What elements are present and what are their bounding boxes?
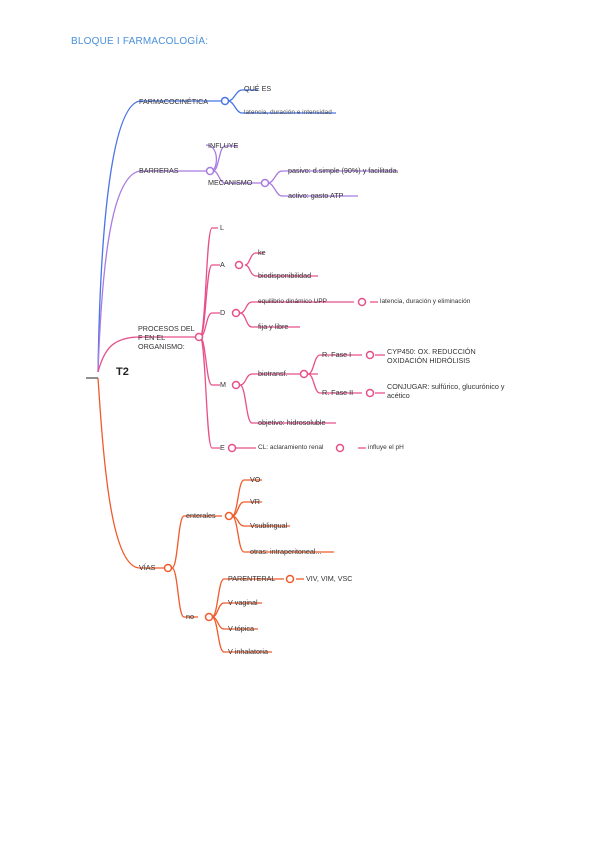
node-vtopica: V tópica (228, 624, 254, 633)
node-knob (365, 350, 375, 360)
node-farmacocinetica: FARMACOCINÉTICA (139, 97, 209, 106)
node-mecanismo: MECANISMO (208, 178, 253, 187)
node-otras: otras: intraperitoneal... (250, 547, 322, 556)
node-equilibrio-next: latencia, duración y eliminación (380, 298, 471, 305)
node-biodisponibilidad: biodisponibilidad (258, 271, 312, 280)
node-fase1: R. Fase I (322, 350, 352, 359)
node-a: A (220, 260, 225, 269)
node-no: no (186, 612, 194, 621)
branch-barreras (97, 170, 207, 373)
node-que-es-desc: latencia, duración e intensidad (244, 109, 332, 116)
node-vinhalatoria: V inhalatoria (228, 647, 268, 656)
branch-vias (97, 377, 165, 569)
node-activo: activo: gasto ATP (288, 191, 344, 200)
node-fija: fija y libre (258, 322, 289, 331)
page-title: BLOQUE I FARMACOLOGÍA: (71, 36, 209, 47)
node-vias: VÍAS (139, 563, 156, 572)
node-knob (365, 388, 375, 398)
node-ke: ke (258, 248, 266, 257)
node-knob (224, 511, 234, 521)
node-knob (231, 380, 241, 390)
node-parenteral-next: VIV, VIM, VSC (306, 574, 353, 583)
node-knob (299, 369, 309, 379)
node-fase1-next: CYP450: OX. REDUCCIÓN OXIDACIÓN HIDRÓLIS… (387, 347, 476, 365)
node-fase2-next: CONJUGAR: sulfúrico, glucurónico y acéti… (387, 382, 505, 400)
node-influye: INFLUYE (208, 141, 239, 150)
node-parenteral: PARENTERAL (228, 574, 276, 583)
node-knob (357, 297, 367, 307)
node-knob (260, 178, 270, 188)
branch-procesos (97, 336, 196, 373)
node-vr: VR (250, 497, 260, 506)
node-cl: CL: aclaramiento renal (258, 444, 324, 451)
node-knob (205, 166, 215, 176)
node-que-es: QUÉ ES (244, 84, 272, 93)
node-knob (204, 612, 214, 622)
node-knob (163, 563, 173, 573)
node-knob (194, 332, 204, 342)
node-pasivo: pasivo: d.simple (90%) y facilitada. (288, 166, 399, 175)
node-vsublingual: Vsublingual (250, 521, 288, 530)
node-cl-next: influye el pH (368, 444, 404, 451)
node-m: M (220, 380, 226, 389)
node-fase2: R. Fase II (322, 388, 354, 397)
node-vvaginal: V vaginal (228, 598, 258, 607)
node-vo: VO (250, 475, 261, 484)
node-l: L (220, 223, 224, 232)
node-barreras: BARRERAS (139, 166, 179, 175)
node-e: E (220, 443, 225, 452)
node-knob (234, 260, 244, 270)
node-knob (285, 574, 295, 584)
node-knob (227, 443, 237, 453)
node-biotransf: biotransf. (258, 369, 288, 378)
node-enterales: enterales (186, 511, 216, 520)
node-equilibrio: equilibrio dinámico UPP (258, 298, 328, 305)
node-knob (335, 443, 345, 453)
node-d: D (220, 308, 226, 317)
branch-farmacocinetica (97, 100, 222, 373)
node-knob (231, 308, 241, 318)
node-objetivo: objetivo: hidrosoluble (258, 418, 326, 427)
node-procesos: PROCESOS DEL F EN EL ORGANISMO: (138, 324, 195, 351)
node-knob (220, 96, 230, 106)
root-node: T2 (116, 366, 129, 378)
